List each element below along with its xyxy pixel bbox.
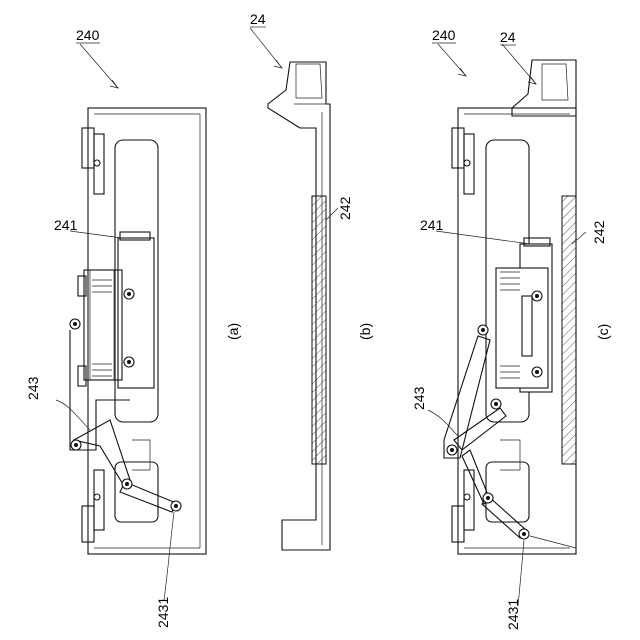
part-242-b (312, 196, 326, 464)
label-2431-a: 2431 (155, 597, 171, 628)
label-240-a: 240 (76, 27, 100, 43)
label-241-c: 241 (420, 217, 444, 233)
caption-a: (a) (225, 323, 241, 340)
label-241-a: 241 (54, 217, 78, 233)
label-24-c: 24 (500, 29, 516, 45)
label-2431-c: 2431 (505, 599, 521, 630)
caption-b: (b) (357, 323, 373, 340)
view-a: 240 241 243 2431 (a) (25, 27, 241, 628)
label-240-c: 240 (432, 27, 456, 43)
view-c: 240 24 241 242 243 2431 (c) (411, 27, 611, 630)
link-243-c (444, 336, 490, 458)
part-242-c (562, 196, 576, 464)
part-241-a (118, 238, 154, 388)
label-242-b: 242 (337, 196, 353, 220)
label-243-a: 243 (25, 376, 41, 400)
label-243-c: 243 (411, 386, 427, 410)
caption-c: (c) (595, 324, 611, 340)
label-242-c: 242 (591, 220, 607, 244)
view-b: 24 242 (b) (250, 11, 373, 550)
label-24-b: 24 (250, 11, 266, 27)
